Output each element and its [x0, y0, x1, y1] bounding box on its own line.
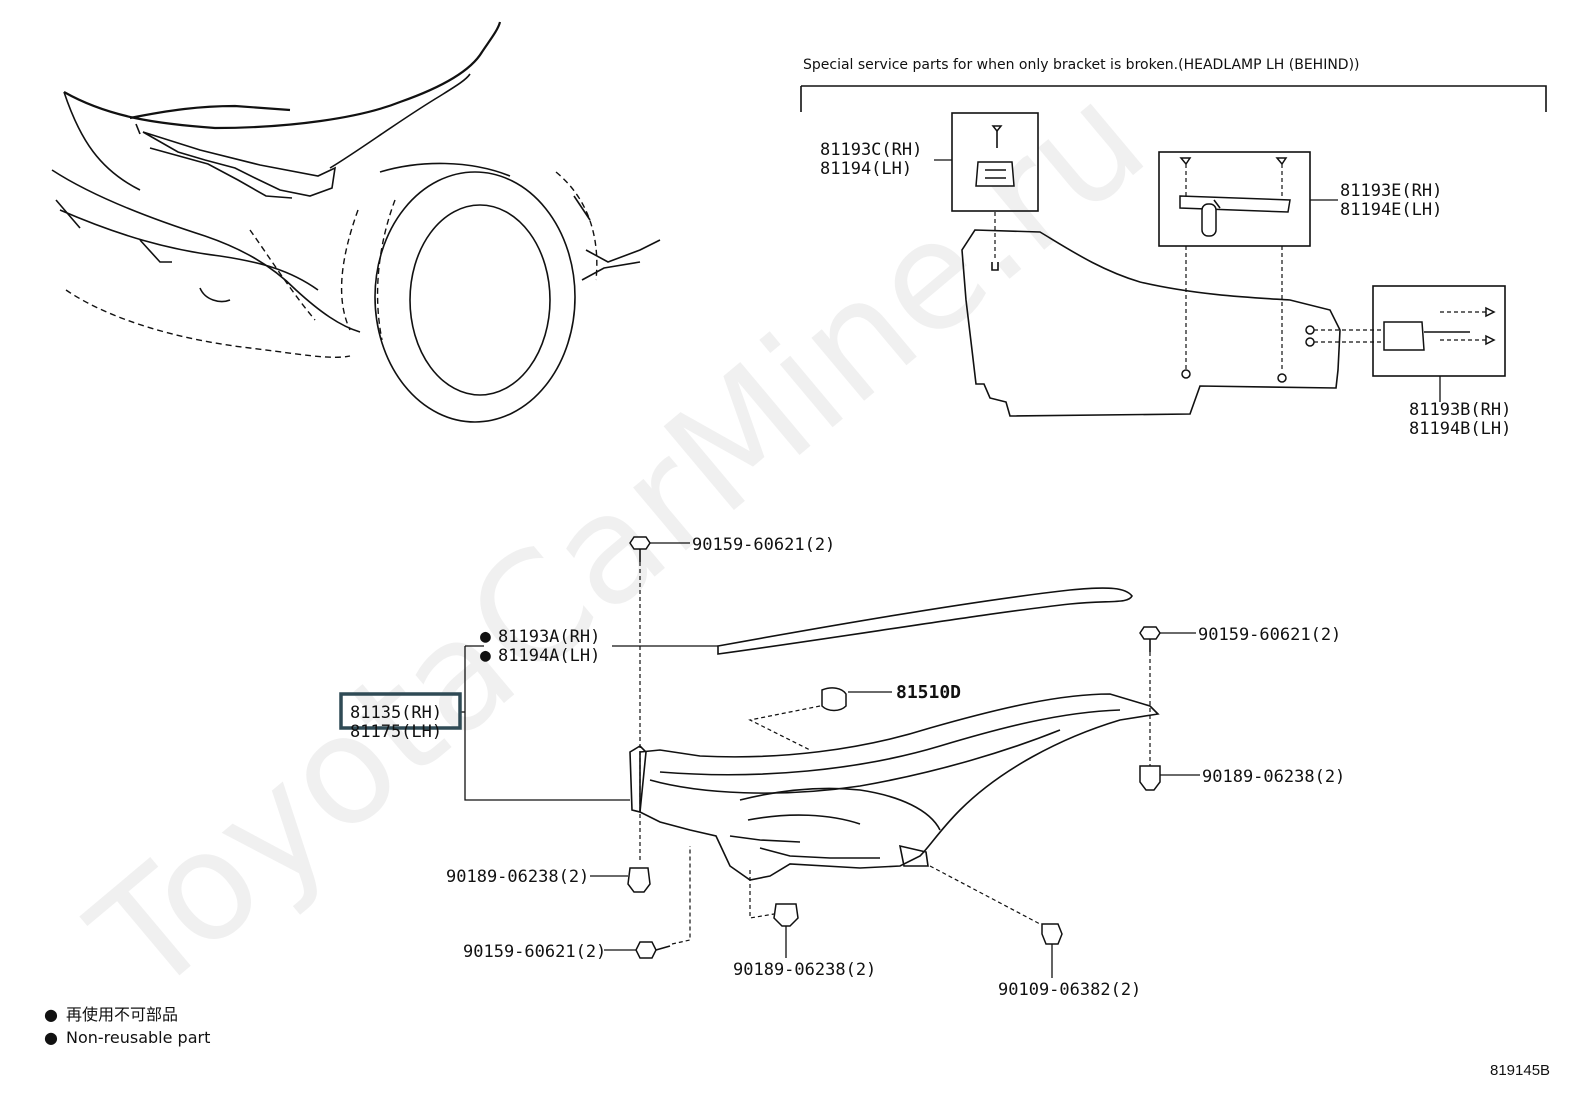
- bracket-b-box: [1372, 285, 1506, 377]
- label-81135-rh: 81135(RH): [350, 703, 442, 723]
- non-reusable-mark-1: ●: [480, 626, 491, 647]
- bolt-90159-top-icon: [629, 536, 651, 550]
- headlamp-exploded-view: 90159-60621(2) ● 81193A(RH) ● 81194A(LH)…: [339, 535, 1345, 1000]
- bracket-b-screw-bottom-icon: [1485, 334, 1496, 346]
- clip-90189-right-icon: [1139, 765, 1161, 791]
- label-bolt-bottom-left: 90159-60621(2): [463, 942, 606, 962]
- seal-strip-81193a: [717, 587, 1133, 655]
- label-screw-bottom-right: 90109-06382(2): [998, 980, 1141, 1000]
- bulb-81510d-icon: [821, 687, 847, 712]
- legend-label-2: Non-reusable part: [66, 1028, 210, 1047]
- legend: ● 再使用不可部品 ● Non-reusable part: [44, 1005, 210, 1047]
- bracket-e-tab-icon: [1201, 203, 1217, 237]
- non-reusable-mark-2: ●: [480, 645, 491, 666]
- bolt-90159-right-icon: [1139, 626, 1161, 640]
- bracket-c-screw-icon: [991, 125, 1003, 133]
- bracket-b-part-icon: [1383, 321, 1425, 351]
- highlighted-part-box: [339, 692, 462, 730]
- watermark-text: ToyotaCarMine.ru: [61, 52, 1177, 1028]
- label-81194e-lh: 81194E(LH): [1340, 200, 1442, 220]
- legend-label-1: 再使用不可部品: [66, 1005, 178, 1024]
- label-bolt-top: 90159-60621(2): [692, 535, 835, 555]
- label-81193c-rh: 81193C(RH): [820, 140, 922, 160]
- bracket-c-part-icon: [975, 161, 1015, 187]
- bracket-b-screw-top-icon: [1485, 306, 1496, 318]
- label-clip-right: 90189-06238(2): [1202, 767, 1345, 787]
- watermark: ToyotaCarMine.ru: [61, 52, 1177, 1028]
- bracket-e-part-icon: [1179, 195, 1291, 213]
- label-bulb: 81510D: [896, 682, 961, 703]
- label-81193a-rh: 81193A(RH): [498, 627, 600, 647]
- label-81193e-rh: 81193E(RH): [1340, 181, 1442, 201]
- label-81193b-rh: 81193B(RH): [1409, 400, 1511, 420]
- bracket-c-box: [951, 112, 1039, 212]
- bracket-e-screw-left-icon: [1179, 157, 1192, 166]
- clip-90189-left-icon: [627, 867, 651, 893]
- legend-symbol-2: ●: [44, 1028, 58, 1047]
- label-clip-left: 90189-06238(2): [446, 867, 589, 887]
- label-81175-lh: 81175(LH): [350, 722, 442, 742]
- label-81194a-lh: 81194A(LH): [498, 646, 600, 666]
- bolt-90159-bottom-icon: [635, 941, 657, 959]
- label-81194-lh: 81194(LH): [820, 159, 912, 179]
- label-81194b-lh: 81194B(LH): [1409, 419, 1511, 439]
- headlamp-housing: [639, 693, 1160, 881]
- bracket-e-screw-right-icon: [1275, 157, 1288, 166]
- label-clip-bottom: 90189-06238(2): [733, 960, 876, 980]
- bracket-inset: Special service parts for when only brac…: [800, 57, 1547, 439]
- mount-hole-b2-icon: [1305, 337, 1315, 347]
- inset-heading: Special service parts for when only brac…: [803, 57, 1360, 73]
- clip-90189-bottom-icon: [773, 903, 799, 927]
- diagram-code: 819145B: [1490, 1062, 1550, 1079]
- mount-hole-right-icon: [1277, 373, 1287, 383]
- bracket-e-box: [1158, 151, 1311, 247]
- legend-symbol-1: ●: [44, 1005, 58, 1024]
- vehicle-front-illustration: [51, 21, 661, 423]
- mount-hole-b1-icon: [1305, 325, 1315, 335]
- mount-hole-left-icon: [1181, 369, 1191, 379]
- screw-90109-icon: [1041, 923, 1063, 945]
- label-bolt-right: 90159-60621(2): [1198, 625, 1341, 645]
